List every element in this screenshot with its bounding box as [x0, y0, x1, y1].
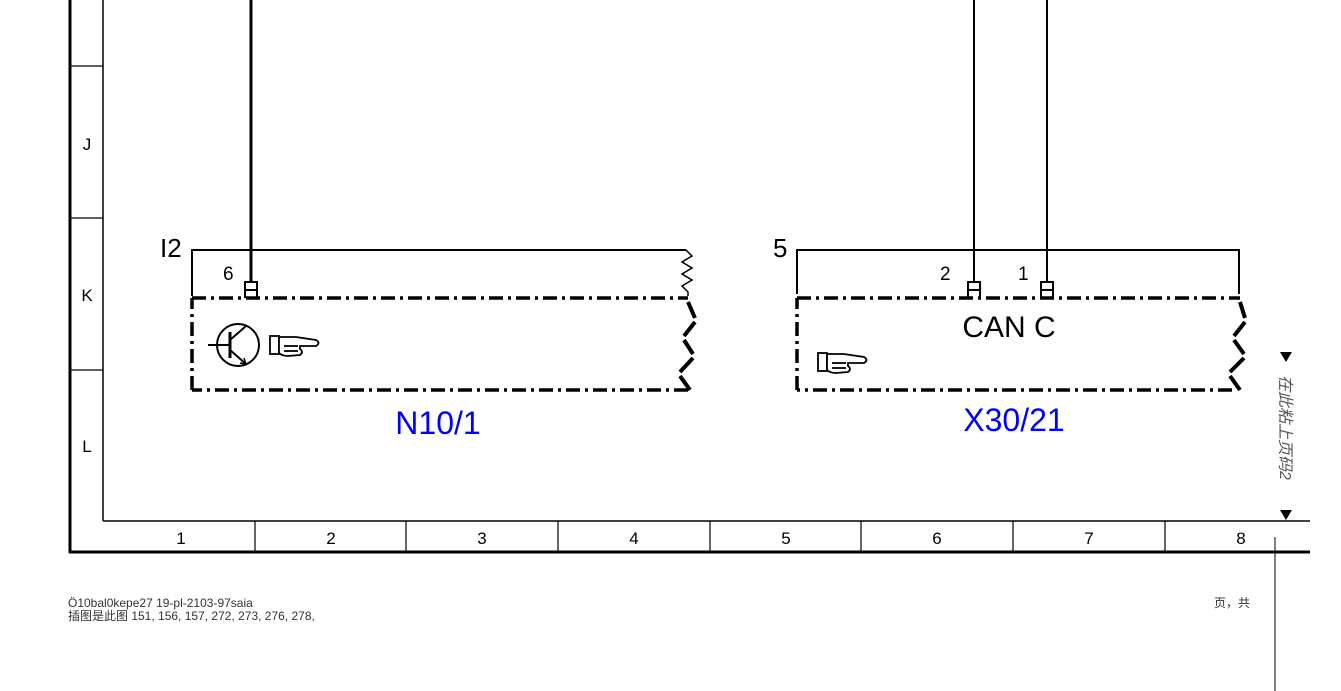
row-labels: J K L [81, 135, 93, 456]
column-label-5: 5 [781, 529, 790, 548]
column-label-7: 7 [1084, 529, 1093, 548]
component-label-n10-1[interactable]: N10/1 [395, 405, 480, 441]
column-label-2: 2 [326, 529, 335, 548]
row-label-j: J [83, 135, 92, 154]
side-note-text: 在此粘上页码2 [1276, 375, 1294, 480]
connector-break-i2 [680, 249, 694, 296]
column-label-1: 1 [176, 529, 185, 548]
component-n10-1[interactable]: I2 6 N10/1 [160, 0, 697, 441]
connector-label-i2: I2 [160, 233, 182, 263]
pin-terminal-2 [967, 281, 981, 298]
pointing-hand-icon [817, 352, 868, 374]
connector-outline-5 [796, 249, 1240, 294]
row-label-l: L [82, 437, 91, 456]
side-note: 在此粘上页码2 [1276, 352, 1294, 520]
arrow-down-icon [1280, 510, 1292, 520]
transistor-icon [208, 323, 260, 367]
module-box-x30-21 [795, 296, 1240, 392]
component-x30-21[interactable]: 5 2 1 CAN C X30/21 [773, 0, 1247, 438]
module-break-n10-1 [678, 301, 697, 392]
footer-page: 页，共 [1214, 596, 1251, 610]
arrow-down-icon [1280, 352, 1292, 362]
footer-info: Ö10bal0kepe27 19-pl-2103-97saia 插图是此图 15… [68, 597, 315, 623]
pin-label-2: 2 [940, 264, 951, 285]
frame [68, 0, 1310, 691]
connector-label-5: 5 [773, 233, 787, 263]
footer-line2: 插图是此图 151, 156, 157, 272, 273, 276, 278, [68, 609, 315, 623]
pointing-hand-icon [269, 335, 320, 357]
pin-label-6: 6 [223, 264, 234, 285]
footer-doc-ref: Ö10bal0kepe27 19-pl-2103-97saia [68, 596, 253, 610]
pin-terminal-1 [1040, 281, 1054, 298]
row-label-k: K [81, 286, 93, 305]
column-label-8: 8 [1236, 529, 1245, 548]
column-label-4: 4 [629, 529, 638, 548]
pin-terminal-6 [244, 281, 258, 298]
bus-label-can-c: CAN C [962, 311, 1055, 344]
pin-label-1: 1 [1018, 264, 1029, 285]
column-label-3: 3 [477, 529, 486, 548]
module-break-x30-21 [1228, 301, 1247, 392]
column-label-6: 6 [932, 529, 941, 548]
component-label-x30-21[interactable]: X30/21 [963, 402, 1064, 438]
connector-outline-i2 [191, 249, 686, 296]
column-labels: 1 2 3 4 5 6 7 8 [176, 529, 1245, 548]
module-box-n10-1 [190, 296, 688, 392]
